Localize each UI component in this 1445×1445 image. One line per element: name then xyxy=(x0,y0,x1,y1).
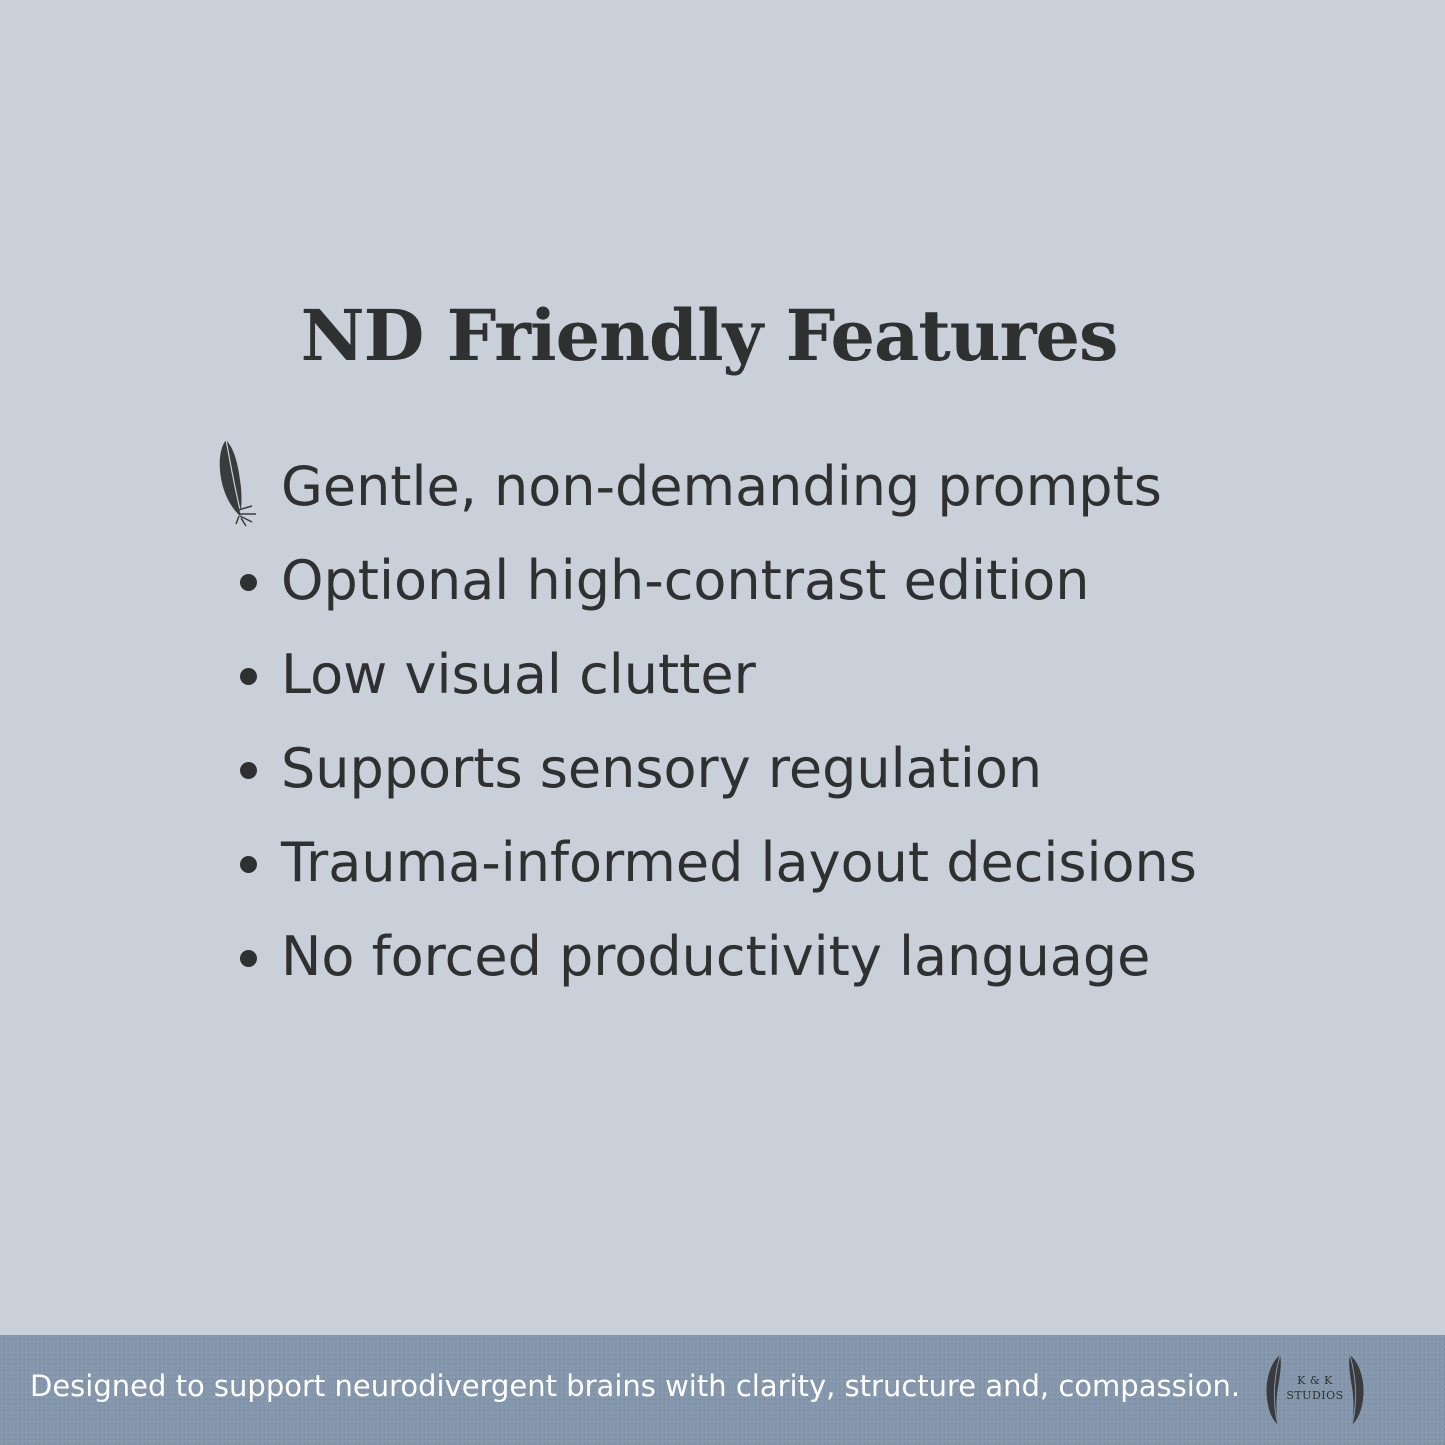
bullet-icon xyxy=(240,950,257,967)
feature-item: Supports sensory regulation xyxy=(0,722,1445,816)
feature-item: Gentle, non-demanding prompts xyxy=(0,439,1445,534)
bullet-icon xyxy=(240,574,257,591)
feature-label: No forced productivity language xyxy=(281,925,1151,988)
page-title: ND Friendly Features xyxy=(300,294,1119,377)
bullet-icon xyxy=(240,762,257,779)
feature-label: Low visual clutter xyxy=(281,643,756,706)
feather-icon xyxy=(1349,1354,1364,1426)
bullet-icon xyxy=(240,668,257,685)
footer-tagline: Designed to support neurodivergent brain… xyxy=(30,1369,1241,1403)
studio-logo: K & K STUDIOS xyxy=(1262,1353,1372,1427)
logo-text: K & K STUDIOS xyxy=(1282,1373,1348,1403)
feature-item: Low visual clutter xyxy=(0,628,1445,722)
feature-label: Gentle, non-demanding prompts xyxy=(281,455,1162,518)
logo-line-2: STUDIOS xyxy=(1286,1389,1344,1402)
feature-label: Optional high-contrast edition xyxy=(281,549,1090,612)
feather-icon xyxy=(219,439,256,527)
feature-label: Supports sensory regulation xyxy=(281,737,1043,800)
feature-item: Optional high-contrast edition xyxy=(0,534,1445,628)
footer-band: Designed to support neurodivergent brain… xyxy=(0,1335,1445,1445)
feature-item: Trauma-informed layout decisions xyxy=(0,816,1445,910)
feature-label: Trauma-informed layout decisions xyxy=(281,831,1197,894)
feature-item: No forced productivity language xyxy=(0,910,1445,1004)
logo-line-1: K & K xyxy=(1297,1374,1333,1387)
feather-icon xyxy=(1266,1354,1281,1426)
bullet-icon xyxy=(240,856,257,873)
